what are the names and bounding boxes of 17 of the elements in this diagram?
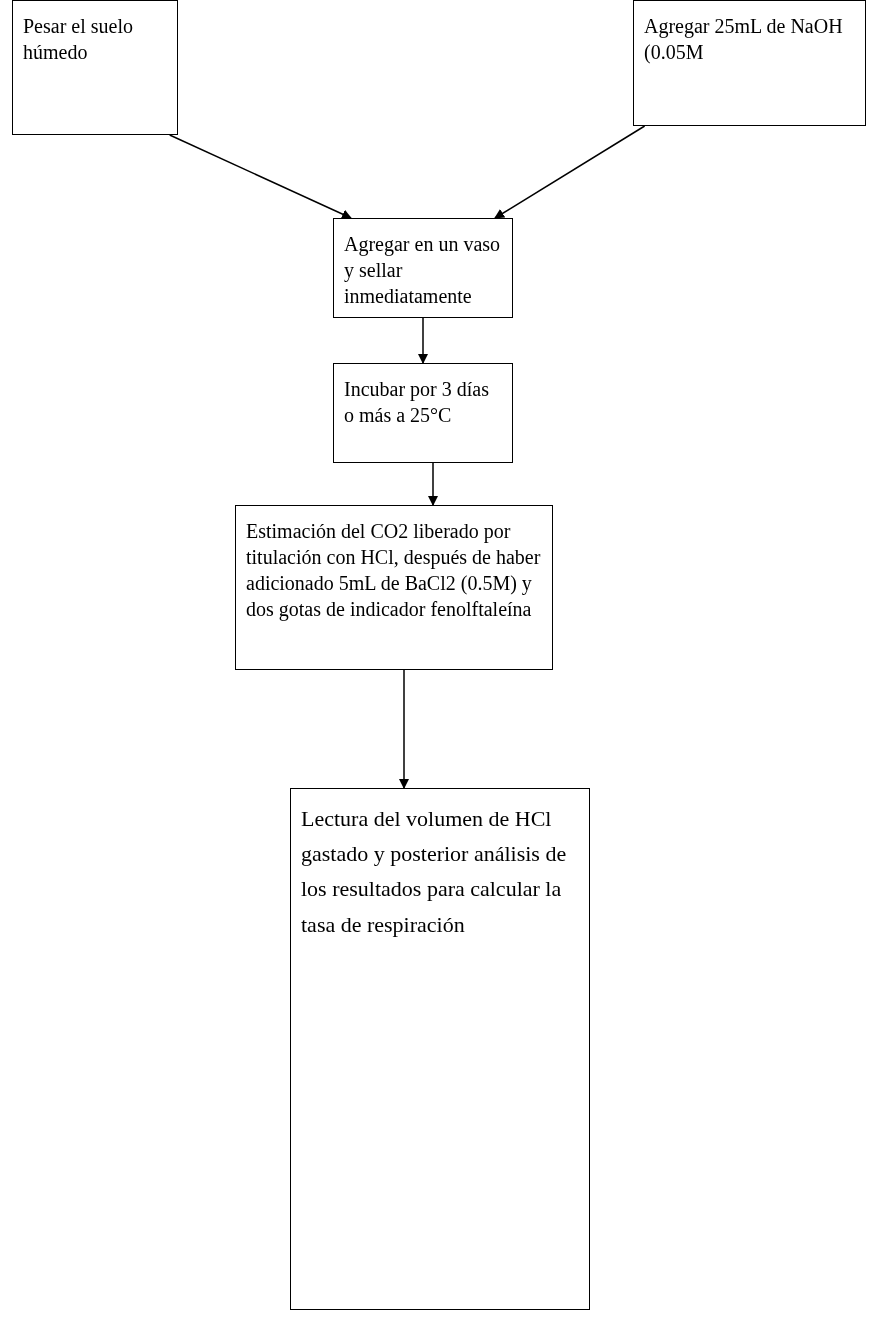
process-box xyxy=(290,788,590,1310)
arrow xyxy=(494,125,646,219)
process-box xyxy=(333,363,513,463)
step-text: Lectura del volumen de HCl gastado y posterior análisis de los resultados para calcular la tasa de respiración xyxy=(301,805,568,939)
process-box xyxy=(633,0,866,126)
process-box xyxy=(12,0,178,135)
arrow xyxy=(418,317,428,364)
step-text: Agregar 25mL de NaOH (0.05M xyxy=(644,14,844,65)
step-text: Estimación del CO2 liberado por titulación con HCl, después de haber adicionado 5mL de BaCl2 (0.5M) y dos gotas de indicador fenolftaleína xyxy=(246,519,542,622)
step-text: Pesar el suelo húmedo xyxy=(23,14,134,65)
process-box xyxy=(235,505,553,670)
arrow xyxy=(399,669,409,789)
arrow xyxy=(428,462,438,506)
step-text: Incubar por 3 días o más a 25°C xyxy=(344,377,490,428)
step-text: Agregar en un vaso y sellar inmediatamente xyxy=(344,232,502,309)
process-box xyxy=(333,218,513,318)
arrow xyxy=(168,134,352,219)
